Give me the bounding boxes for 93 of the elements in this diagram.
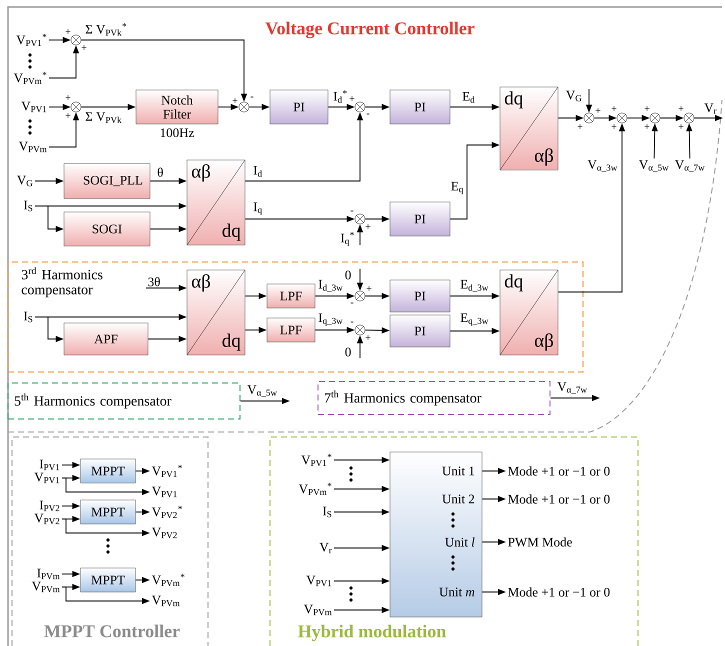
- signal-label: V$_{PVm}$*: [298, 482, 332, 496]
- signal-label: I$_{d_3w}$: [318, 280, 343, 292]
- signal-label: I$_{d}$: [254, 166, 262, 177]
- signal-label: E$_{d_3w}$: [460, 280, 488, 292]
- filter-box: LPF: [266, 284, 316, 308]
- mppt-box: MPPT: [80, 500, 136, 524]
- output-label: Mode +1 or −1 or 0: [508, 466, 610, 476]
- sign-label: -: [350, 210, 354, 212]
- signal-label: V$_{PV1}$: [306, 576, 332, 586]
- sign-label: +: [366, 224, 370, 229]
- signal-label: V$_{PV2}$*: [152, 506, 182, 518]
- signal-label: V$_{α_5w}$: [247, 385, 277, 397]
- signal-label: I$_{PV1}$: [40, 460, 60, 470]
- signal-label: θ: [158, 168, 163, 177]
- signal-label: V$_{PVm}$: [304, 604, 332, 616]
- modulator-block: Unit 1 Unit 2 Unit l Unit m: [390, 452, 482, 618]
- signal-label: I$_{PVm}$: [37, 568, 60, 580]
- signal-label: E$_{q_3w}$: [460, 313, 488, 326]
- signal-label: V$_{PVm}$*: [14, 72, 46, 84]
- function-block: APF: [64, 322, 148, 356]
- transform-block: αβ dq: [186, 270, 246, 356]
- output-label: Mode +1 or −1 or 0: [508, 494, 610, 504]
- sign-label: +: [366, 286, 372, 291]
- signal-label: V$_{PVm}$: [32, 582, 60, 592]
- signal-label: E$_{q}$: [451, 182, 464, 194]
- sign-label: +: [678, 106, 684, 111]
- sign-label: +: [232, 98, 238, 103]
- controller-box: PI: [390, 90, 450, 124]
- filter-box: LPF: [266, 318, 316, 342]
- controller-box: PI: [270, 90, 328, 124]
- sign-label: +: [66, 113, 70, 118]
- signal-label: I$_{S}$: [24, 312, 32, 322]
- transform-block: dq αβ: [500, 86, 558, 170]
- sign-label: +: [578, 124, 582, 129]
- sign-label: -: [350, 302, 354, 304]
- signal-label: I$_{S}$: [24, 200, 32, 212]
- signal-label: V$_{PV1}$: [21, 102, 46, 112]
- signal-label: V$_{PV1}$: [34, 472, 60, 484]
- signal-label: I$_{PV2}$: [40, 500, 60, 512]
- sign-label: +: [644, 106, 650, 111]
- signal-label: V$_{PVm}$*: [152, 574, 184, 586]
- signal-label: V$_{PV2}$: [152, 528, 177, 538]
- sign-label: +: [66, 95, 70, 100]
- signal-label: V$_{r}$: [320, 542, 332, 554]
- signal-label: V$_{PV1}$*: [16, 34, 46, 46]
- filter-box: Notch Filter: [136, 90, 218, 124]
- sign-label: -: [250, 96, 254, 98]
- sign-label: +: [366, 335, 370, 340]
- signal-label: V$_{PV2}$: [34, 514, 60, 524]
- signal-label: V$_{G}$: [566, 90, 582, 102]
- output-label: PWM Mode: [508, 537, 572, 547]
- function-block: SOGI_PLL: [64, 163, 150, 199]
- signal-label: V$_{PVm}$: [18, 142, 47, 152]
- transform-block: dq αβ: [500, 270, 558, 356]
- signal-label: Σ V$_{PVk}$: [86, 112, 122, 124]
- sign-label: +: [612, 124, 616, 129]
- sign-label: +: [644, 124, 650, 129]
- signal-label: V$_{α_3w}$: [588, 160, 618, 172]
- output-label: Mode +1 or −1 or 0: [508, 587, 610, 597]
- signal-label: I$_{d}$*: [334, 90, 347, 103]
- signal-label: E$_{d}$: [462, 92, 475, 103]
- signal-label: V$_{G}$: [16, 176, 33, 186]
- signal-label: V$_{α_7w}$: [557, 382, 587, 394]
- signal-label: 0: [345, 270, 351, 280]
- compensator-box: 5$^{th}$ Harmonics compensator: [8, 382, 240, 420]
- controller-box: PI: [390, 202, 450, 236]
- frequency-label: 100Hz: [160, 128, 194, 138]
- signal-label: I$_{q}$*: [340, 232, 354, 246]
- signal-label: V$_{PV1}$*: [301, 454, 332, 466]
- signal-label: V$_{r}$: [704, 104, 717, 114]
- signal-label: V$_{α_5w}$: [638, 160, 669, 172]
- controller-box: PI: [390, 280, 450, 312]
- sign-label: +: [612, 106, 616, 111]
- sign-label: +: [82, 45, 86, 50]
- mppt-box: MPPT: [80, 568, 136, 592]
- mppt-box: MPPT: [80, 458, 136, 484]
- signal-label: 0: [345, 348, 351, 356]
- sign-label: +: [350, 96, 354, 101]
- function-block: SOGI: [64, 212, 150, 246]
- signal-label: 3θ: [148, 277, 160, 286]
- compensator-box: 7$^{th}$ Harmonics compensator: [318, 381, 550, 415]
- signal-label: I$_{S}$: [322, 506, 332, 518]
- controller-box: PI: [390, 314, 450, 348]
- sign-label: +: [66, 29, 70, 34]
- signal-label: V$_{α_7w}$: [674, 160, 705, 172]
- signal-label: V$_{PV1}$*: [152, 464, 182, 478]
- sign-label: +: [596, 108, 600, 113]
- signal-label: Σ V$_{PVk}$*: [86, 23, 126, 36]
- sign-label: +: [678, 124, 684, 129]
- signal-label: V$_{PVm}$: [152, 596, 180, 606]
- signal-label: V$_{PV1}$: [152, 486, 177, 498]
- signal-label: I$_{q_3w}$: [318, 313, 343, 326]
- signal-label: I$_{q}$: [254, 202, 262, 215]
